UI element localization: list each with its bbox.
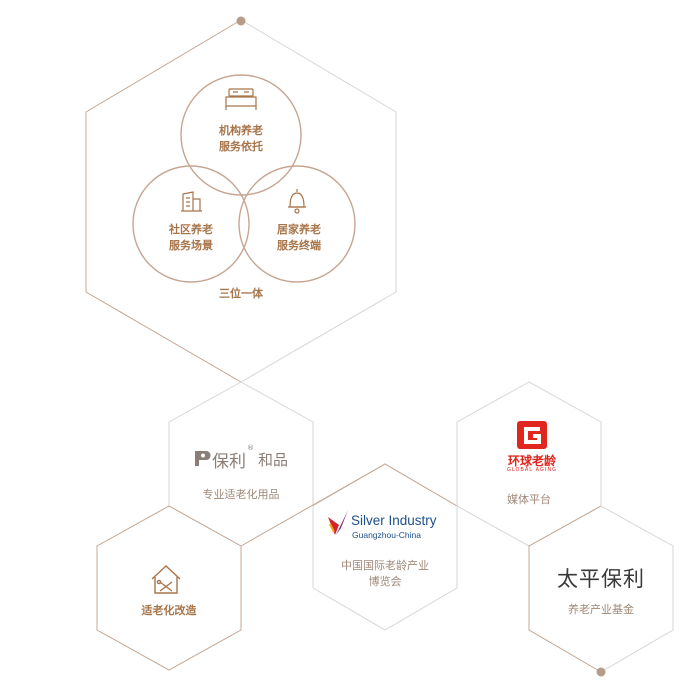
label-home: 居家养老 服务终端 <box>259 222 339 254</box>
hex-taiping-left <box>528 505 602 673</box>
label-home-line2: 服务终端 <box>277 239 321 252</box>
baoli-logo-chars: 保利 <box>212 452 246 472</box>
global-aging-caption: 媒体平台 <box>507 493 551 506</box>
global-aging-logo-en: GLOBAL AGING <box>507 467 557 473</box>
building-icon <box>181 191 202 212</box>
top-hexagon-left-edge <box>85 19 242 383</box>
baoli-caption: 专业适老化用品 <box>202 488 280 501</box>
silver-caption: 中国国际老龄产业 博览会 <box>325 558 445 590</box>
label-institutional-line1: 机构养老 <box>219 124 263 137</box>
taiping-caption: 养老产业基金 <box>568 603 634 616</box>
circle-community <box>132 165 250 283</box>
bell-icon <box>288 189 306 214</box>
bed-icon <box>225 88 257 110</box>
renovation-caption: 适老化改造 <box>141 604 197 617</box>
label-community-line2: 服务场景 <box>169 239 213 252</box>
silver-caption-line2: 博览会 <box>368 575 402 588</box>
top-hexagon-right-edge <box>240 19 397 383</box>
baoli-logo-suffix: 和品 <box>258 451 289 469</box>
hex-taiping-right <box>600 505 674 673</box>
silver-logo-line2: Guangzhou-China <box>352 530 421 540</box>
silver-logo-line1: Silver Industry <box>351 513 437 528</box>
global-aging-logo-mark <box>517 421 547 449</box>
label-institutional: 机构养老 服务依托 <box>201 123 281 155</box>
connector-brown <box>240 463 458 547</box>
label-community: 社区养老 服务场景 <box>151 222 231 254</box>
hex-baoli-right <box>240 381 314 506</box>
bottom-anchor-dot <box>596 667 606 677</box>
circle-home <box>238 165 356 283</box>
silver-caption-line1: 中国国际老龄产业 <box>341 559 429 572</box>
baoli-logo-mark <box>195 451 211 466</box>
trinity-caption: 三位一体 <box>219 287 263 300</box>
hex-silver-industry <box>312 463 458 631</box>
taiping-title: 太平保利 <box>557 567 645 591</box>
house-tools-icon <box>151 565 181 594</box>
label-institutional-line2: 服务依托 <box>219 140 263 153</box>
label-home-line1: 居家养老 <box>277 223 321 236</box>
label-community-line1: 社区养老 <box>169 223 213 236</box>
baoli-registered-mark: ® <box>247 444 254 452</box>
global-aging-logo-cn: 环球老龄 <box>507 454 556 468</box>
top-anchor-dot <box>236 16 246 26</box>
silver-industry-logo-mark <box>328 510 348 535</box>
